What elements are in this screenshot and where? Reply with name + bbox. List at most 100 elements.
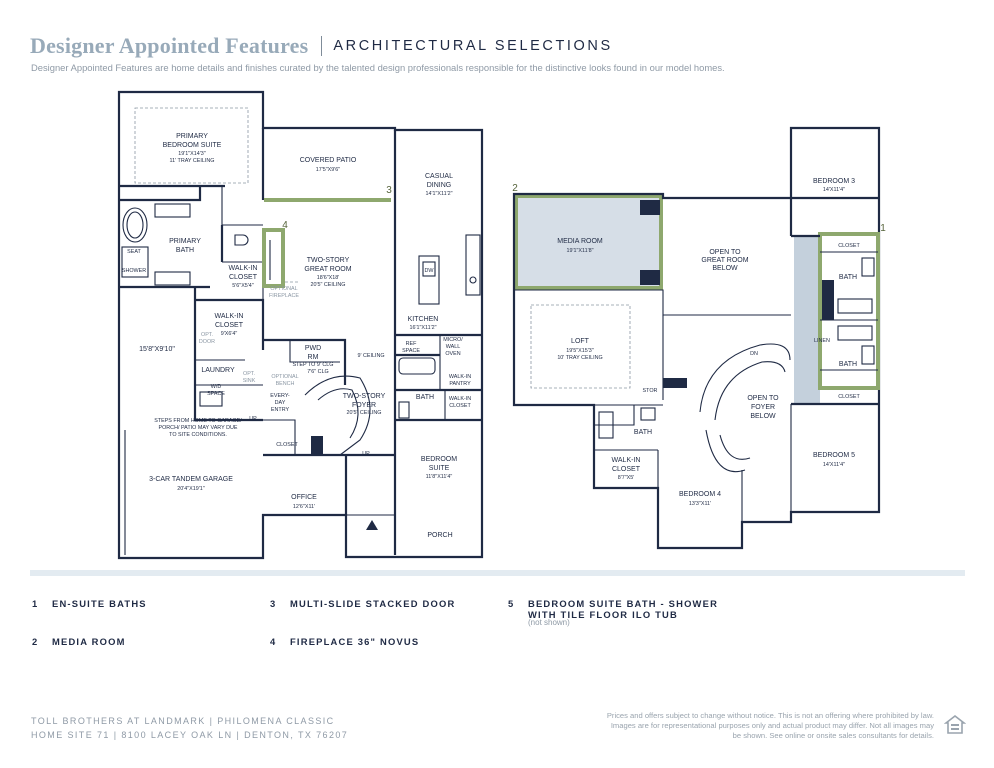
legend-label-5: BEDROOM SUITE BATH - SHOWER: [528, 598, 719, 609]
footer-address: HOME SITE 71 | 8100 LACEY OAK LN | DENTO…: [31, 730, 349, 740]
label-primary-bedroom: PRIMARY: [176, 133, 208, 140]
first-floor-plan: [117, 90, 484, 560]
dims-covered-patio: 17'5"X9'6": [316, 167, 341, 173]
label-optional-bench: OPTIONAL: [271, 374, 298, 380]
label-micro: MICRO/: [443, 337, 463, 343]
label-stor: STOR: [643, 388, 658, 394]
title-divider: [321, 36, 323, 56]
legend-label-5b: WITH TILE FLOOR ILO TUB: [528, 609, 678, 620]
label-wd-space-2: SPACE: [207, 391, 225, 397]
label-nine-ceiling: 9' CEILING: [357, 353, 384, 359]
label-steps-note: STEPS FROM HOME TO GARAGE/: [154, 418, 242, 424]
label-walkin-pantry: WALK-IN: [449, 374, 471, 380]
label-bedroom-suite: BEDROOM: [421, 456, 457, 463]
equal-housing-opportunity-icon: [944, 714, 966, 734]
label-bath: BATH: [416, 394, 434, 401]
dims-walkin-closet-2: 9'X6'4": [221, 331, 238, 337]
label-open-great-room-2: GREAT ROOM: [701, 257, 748, 264]
label-casual-dining-2: DINING: [427, 182, 452, 189]
label-foyer-2: FOYER: [352, 402, 376, 409]
label-walkin-closet-2: WALK-IN: [215, 313, 244, 320]
label-step-to-clg-2: 7'6" CLG: [307, 369, 329, 375]
label-up-2: UP: [362, 451, 370, 457]
dims-loft: 19'5"X15'3": [566, 348, 594, 354]
legend-note-5: (not shown): [528, 618, 570, 627]
label-everyday-entry-3: ENTRY: [271, 407, 290, 413]
callout-4: 4: [282, 220, 288, 231]
media-room-fill: [516, 196, 661, 288]
label-loft: LOFT: [571, 338, 590, 345]
note-loft: 10' TRAY CEILING: [557, 355, 602, 361]
dims-walkin-closet-up: 8'7"X5': [618, 475, 635, 481]
label-open-foyer-3: BELOW: [750, 413, 776, 420]
label-opt-door-2: DOOR: [199, 339, 215, 345]
note-great-room: 20'5" CEILING: [310, 282, 345, 288]
label-primary-bath-2: BATH: [176, 247, 194, 254]
label-bedroom-3: BEDROOM 3: [813, 178, 855, 185]
label-linen: LINEN: [814, 338, 830, 344]
dims-bedroom-suite: 11'8"X11'4": [426, 474, 453, 480]
dims-office: 12'6"X11': [293, 504, 315, 510]
label-micro-3: OVEN: [445, 351, 460, 357]
label-bath-bottom: BATH: [839, 361, 857, 368]
label-primary-bedroom-2: BEDROOM SUITE: [163, 142, 222, 149]
legend-num-3: 3: [270, 598, 277, 609]
label-closet: CLOSET: [276, 442, 298, 448]
dims-great-room: 18'6"X18': [317, 275, 340, 281]
label-ref-space: REF: [406, 341, 417, 347]
label-opt-sink-2: SINK: [243, 378, 256, 384]
footer-disclaimer: Prices and offers subject to change with…: [606, 711, 934, 740]
label-opt-sink: OPT.: [243, 371, 255, 377]
label-walkin-pantry-2: PANTRY: [449, 381, 471, 387]
label-walkin-closet-primary: WALK-IN: [229, 265, 258, 272]
legend-num-1: 1: [32, 598, 39, 609]
section-divider: [30, 570, 965, 576]
label-garage: 3-CAR TANDEM GARAGE: [149, 476, 233, 483]
page-subtitle: ARCHITECTURAL SELECTIONS: [333, 38, 613, 54]
label-media-room: MEDIA ROOM: [557, 238, 603, 245]
label-walkin-closet-up-2: CLOSET: [612, 466, 641, 473]
dims-media-room: 19'1"X11'8": [566, 248, 593, 254]
label-bath-2: BATH: [634, 429, 652, 436]
label-walkin-closet-2b: CLOSET: [215, 322, 244, 329]
label-optional-fireplace: OPTIONAL: [270, 286, 297, 292]
dims-bedroom-4: 13'3"X11': [689, 501, 711, 507]
label-dn: DN: [750, 351, 758, 357]
note-foyer: 20'5" CEILING: [346, 410, 381, 416]
label-bath-top: BATH: [839, 274, 857, 281]
label-open-foyer-2: FOYER: [751, 404, 775, 411]
label-walkin-closet-3: WALK-IN: [449, 396, 471, 402]
label-great-room-2: GREAT ROOM: [304, 266, 351, 273]
label-walkin-closet-up: WALK-IN: [612, 457, 641, 464]
label-ref-space-2: SPACE: [402, 348, 420, 354]
callout-1: 1: [880, 223, 886, 234]
dims-casual-dining: 14'1"X11'2": [425, 191, 452, 197]
label-pwd-rm: PWD: [305, 345, 321, 352]
dims-bedroom-3: 14'X11'4": [823, 187, 845, 193]
callout-2: 2: [512, 183, 518, 194]
legend-num-4: 4: [270, 636, 277, 647]
dims-storage-area: 15'8"X9'10": [139, 346, 175, 353]
dims-garage: 20'4"X19'1": [177, 486, 205, 492]
label-seat: SEAT: [127, 249, 141, 255]
dims-walkin-closet-primary: 5'6"X5'4": [232, 283, 254, 289]
label-porch: PORCH: [427, 532, 452, 539]
legend-num-2: 2: [32, 636, 39, 647]
label-dw: DW: [425, 268, 435, 274]
label-steps-note-2: PORCH/ PATIO MAY VARY DUE: [159, 425, 238, 431]
label-walkin-closet-primary-2: CLOSET: [229, 274, 258, 281]
label-bedroom-5: BEDROOM 5: [813, 452, 855, 459]
label-laundry: LAUNDRY: [201, 367, 235, 374]
first-floor-labels: PRIMARY BEDROOM SUITE 19'1"X14'3" 11' TR…: [122, 133, 472, 539]
legend-label-1: EN-SUITE BATHS: [52, 598, 147, 609]
legend-item-5-line2: WITH TILE FLOOR ILO TUB: [528, 609, 678, 621]
page-title: Designer Appointed Features: [30, 33, 309, 58]
hallway-shade: [794, 236, 820, 404]
legend-item-4: 4 FIREPLACE 36" NOVUS: [270, 636, 419, 648]
label-office: OFFICE: [291, 494, 317, 501]
legend-label-4: FIREPLACE 36" NOVUS: [290, 636, 420, 647]
